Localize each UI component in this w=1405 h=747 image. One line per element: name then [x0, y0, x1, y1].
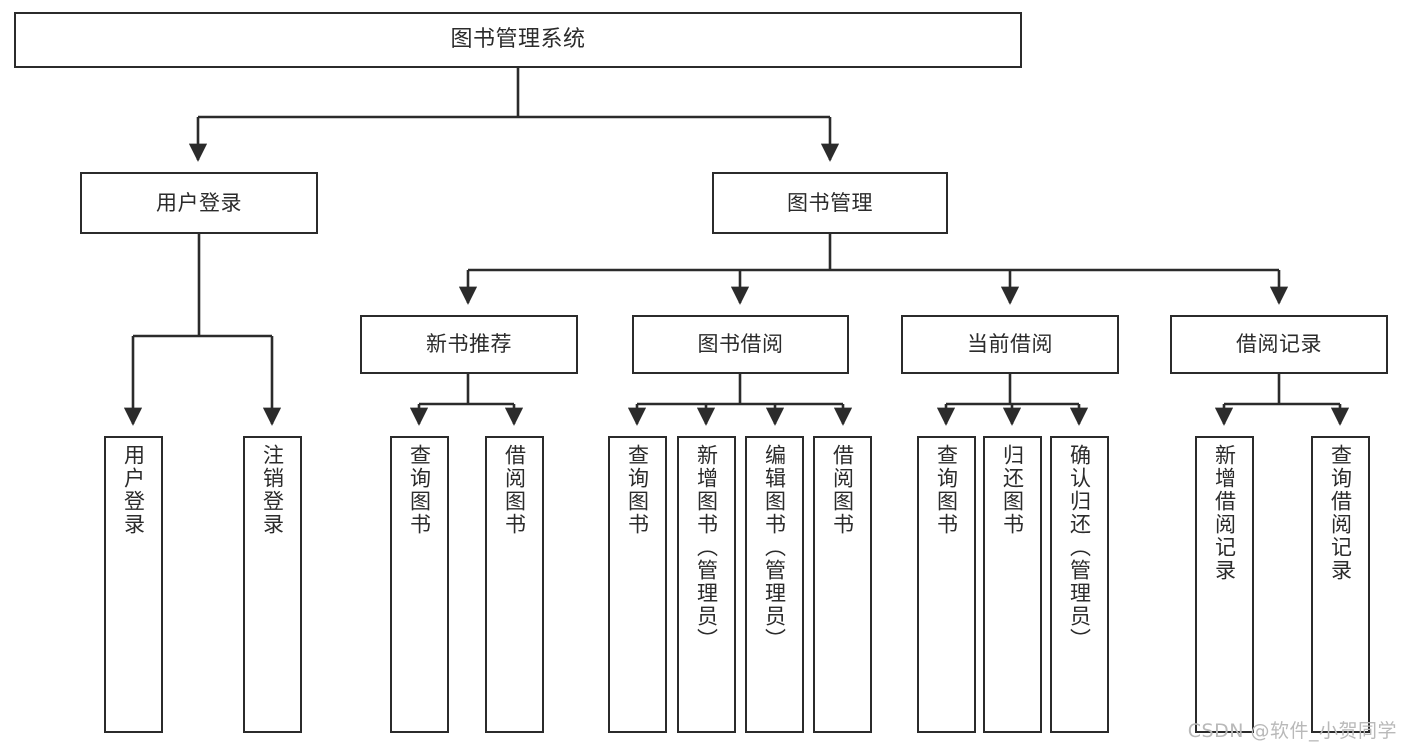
node-label: 查询借阅记录	[1328, 444, 1353, 582]
leaf-edit-book-admin[interactable]: 编辑图书（管理员）	[745, 436, 804, 733]
node-label: 图书管理	[787, 190, 873, 215]
node-label: 图书借阅	[697, 332, 784, 357]
leaf-user-login[interactable]: 用户登录	[104, 436, 163, 733]
leaf-confirm-return-admin[interactable]: 确认归还（管理员）	[1050, 436, 1109, 733]
node-label: 借阅图书	[502, 444, 527, 536]
node-label: 注销登录	[260, 444, 285, 536]
leaf-borrow-book[interactable]: 借阅图书	[813, 436, 872, 733]
leaf-query-book-borrow[interactable]: 查询图书	[608, 436, 667, 733]
node-label: 借阅图书	[830, 444, 855, 536]
node-label: 编辑图书（管理员）	[762, 444, 787, 651]
leaf-query-book-recommend[interactable]: 查询图书	[390, 436, 449, 733]
node-book-borrow[interactable]: 图书借阅	[632, 315, 849, 374]
node-label: 用户登录	[121, 444, 146, 536]
leaf-logout[interactable]: 注销登录	[243, 436, 302, 733]
leaf-add-borrow-record[interactable]: 新增借阅记录	[1195, 436, 1254, 733]
node-label: 查询图书	[625, 444, 650, 536]
node-current-borrow[interactable]: 当前借阅	[901, 315, 1119, 374]
node-label: 新增图书（管理员）	[694, 444, 719, 651]
node-borrow-record[interactable]: 借阅记录	[1170, 315, 1388, 374]
node-label: 当前借阅	[967, 332, 1053, 357]
node-label: 查询图书	[934, 444, 959, 536]
node-label: 新增借阅记录	[1212, 444, 1237, 582]
node-label: 确认归还（管理员）	[1067, 444, 1092, 651]
node-label: 用户登录	[156, 190, 242, 215]
leaf-borrow-book-recommend[interactable]: 借阅图书	[485, 436, 544, 733]
node-new-book-recommend[interactable]: 新书推荐	[360, 315, 578, 374]
csdn-watermark: CSDN @软件_小贺同学	[1187, 720, 1397, 742]
node-label: 新书推荐	[426, 332, 512, 357]
leaf-query-borrow-record[interactable]: 查询借阅记录	[1311, 436, 1370, 733]
node-root-system[interactable]: 图书管理系统	[14, 12, 1022, 68]
node-label: 借阅记录	[1236, 332, 1322, 357]
node-book-management[interactable]: 图书管理	[712, 172, 948, 234]
node-label: 查询图书	[407, 444, 432, 536]
node-label: 归还图书	[1000, 444, 1025, 536]
node-label: 图书管理系统	[450, 27, 586, 53]
leaf-add-book-admin[interactable]: 新增图书（管理员）	[677, 436, 736, 733]
leaf-return-book[interactable]: 归还图书	[983, 436, 1042, 733]
node-user-login[interactable]: 用户登录	[80, 172, 318, 234]
leaf-query-book-current[interactable]: 查询图书	[917, 436, 976, 733]
